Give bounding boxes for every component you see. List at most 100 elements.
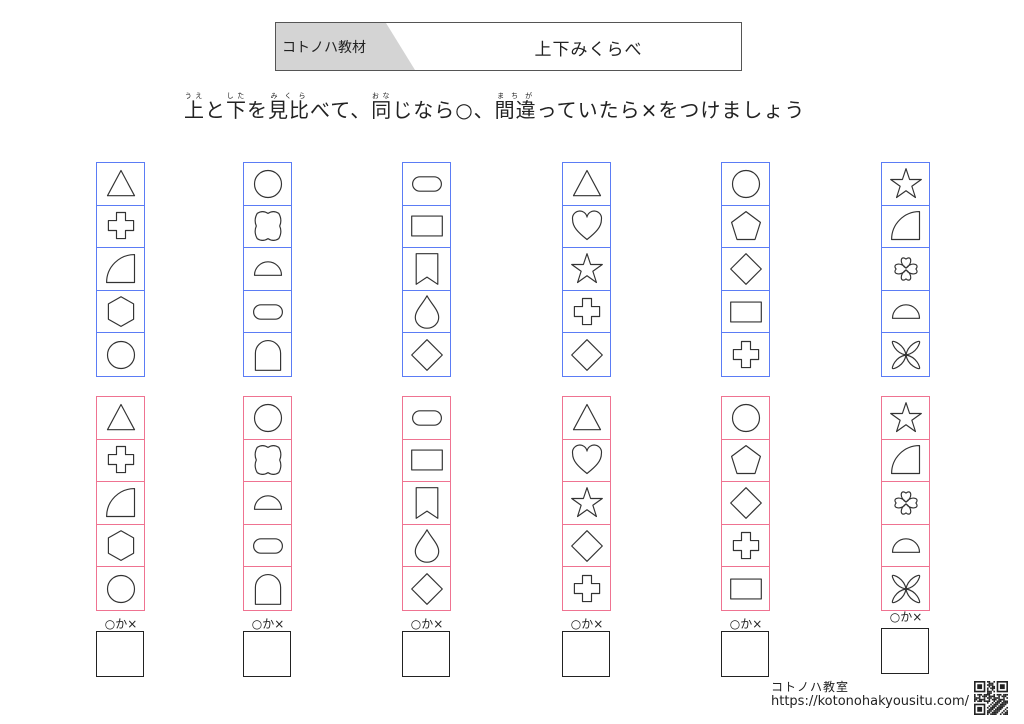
- semicircle-icon: [253, 261, 282, 276]
- shape-cell: [563, 248, 610, 291]
- quarter-circle-icon: [105, 253, 135, 284]
- shape-cell: [563, 567, 610, 610]
- shape-cell: [882, 206, 929, 249]
- shape-cell: [882, 291, 929, 334]
- shape-cell: [403, 163, 450, 206]
- answer-box[interactable]: [562, 631, 610, 677]
- shape-cell: [244, 525, 291, 568]
- shape-cell: [722, 567, 769, 610]
- triangle-icon: [572, 403, 601, 431]
- quarter-circle-icon: [105, 487, 135, 518]
- heart-icon: [571, 210, 602, 241]
- shape-cell: [722, 248, 769, 291]
- wavy-square-icon: [254, 445, 281, 476]
- answer-box[interactable]: [721, 631, 769, 677]
- ruby-word: 間違まちが: [494, 92, 537, 122]
- bottom-shape-stack: [243, 396, 292, 611]
- qr-code-icon: [974, 681, 1008, 715]
- instruction-text: 上うえと下したを見比みくらべて、同おなじなら○、間違まちがっていたら×をつけまし…: [184, 92, 805, 123]
- shape-cell: [882, 333, 929, 376]
- star-icon: [889, 401, 922, 432]
- bottom-shape-stack: [721, 396, 770, 611]
- shape-cell: [882, 567, 929, 610]
- clover-icon: [893, 491, 918, 515]
- shape-cell: [563, 397, 610, 440]
- shape-cell: [563, 206, 610, 249]
- worksheet-title: 上下みくらべ: [534, 40, 643, 60]
- shape-cell: [563, 333, 610, 376]
- stadium-icon: [411, 410, 442, 426]
- rectangle-icon: [410, 449, 443, 471]
- shape-cell: [97, 567, 144, 610]
- bottom-shape-stack: [96, 396, 145, 611]
- shape-cell: [563, 163, 610, 206]
- answer-box[interactable]: [243, 631, 291, 677]
- shape-cell: [244, 291, 291, 334]
- shape-cell: [882, 163, 929, 206]
- cross-icon: [107, 212, 134, 240]
- ruby-word: 上うえ: [184, 92, 205, 122]
- ruby-word: 同おな: [371, 92, 393, 122]
- top-shape-stack: [562, 162, 611, 377]
- answer-box[interactable]: [96, 631, 144, 677]
- shape-cell: [403, 525, 450, 568]
- cross-icon: [732, 531, 759, 559]
- triangle-icon: [106, 403, 135, 431]
- top-shape-stack: [721, 162, 770, 377]
- diamond-icon: [570, 338, 603, 371]
- header-tab-label: コトノハ教材: [282, 40, 366, 56]
- answer-label: ○か×: [729, 617, 763, 631]
- pentagon-icon: [730, 211, 761, 241]
- shape-cell: [563, 291, 610, 334]
- footer-url[interactable]: https://kotonohakyousitu.com/: [771, 694, 970, 709]
- shape-cell: [97, 291, 144, 334]
- shape-cell: [403, 397, 450, 440]
- top-shape-stack: [243, 162, 292, 377]
- diamond-icon: [729, 253, 762, 285]
- shape-cell: [563, 482, 610, 525]
- wavy-square-icon: [254, 211, 281, 242]
- answer-box[interactable]: [881, 628, 929, 674]
- bookmark-icon: [415, 487, 438, 519]
- semicircle-icon: [253, 495, 282, 510]
- ruby-word: 見比みくら: [268, 92, 310, 122]
- shape-cell: [722, 525, 769, 568]
- shape-cell: [403, 440, 450, 483]
- quarter-circle-icon: [890, 445, 920, 475]
- shape-cell: [722, 206, 769, 249]
- drop-icon: [414, 528, 439, 563]
- shape-cell: [244, 397, 291, 440]
- answer-label: ○か×: [410, 617, 444, 631]
- shape-cell: [403, 333, 450, 376]
- rectangle-icon: [729, 578, 762, 600]
- stadium-icon: [252, 537, 283, 554]
- bookmark-icon: [415, 253, 438, 285]
- hexagon-icon: [107, 295, 134, 327]
- quarter-circle-icon: [890, 211, 920, 241]
- instruction-segment: と: [205, 98, 226, 122]
- stadium-icon: [411, 176, 442, 192]
- stadium-icon: [252, 303, 283, 320]
- instruction-segment: じなら○、: [392, 98, 495, 122]
- diamond-icon: [570, 529, 603, 562]
- bottom-shape-stack: [562, 396, 611, 611]
- pentagon-icon: [730, 445, 761, 475]
- hexagon-icon: [107, 529, 134, 561]
- shape-cell: [722, 397, 769, 440]
- triangle-icon: [106, 169, 135, 197]
- shape-cell: [97, 333, 144, 376]
- shape-cell: [563, 525, 610, 568]
- instruction-segment: を: [247, 98, 268, 122]
- rectangle-icon: [410, 215, 443, 237]
- shape-cell: [244, 567, 291, 610]
- top-shape-stack: [402, 162, 451, 377]
- shape-cell: [97, 163, 144, 206]
- diamond-icon: [410, 338, 443, 371]
- answer-box[interactable]: [402, 631, 450, 677]
- top-shape-stack: [881, 162, 930, 377]
- shape-cell: [244, 206, 291, 249]
- shape-cell: [97, 440, 144, 483]
- circle-icon: [731, 403, 760, 432]
- shape-cell: [722, 291, 769, 334]
- footer-school-name: コトノハ教室: [771, 680, 850, 694]
